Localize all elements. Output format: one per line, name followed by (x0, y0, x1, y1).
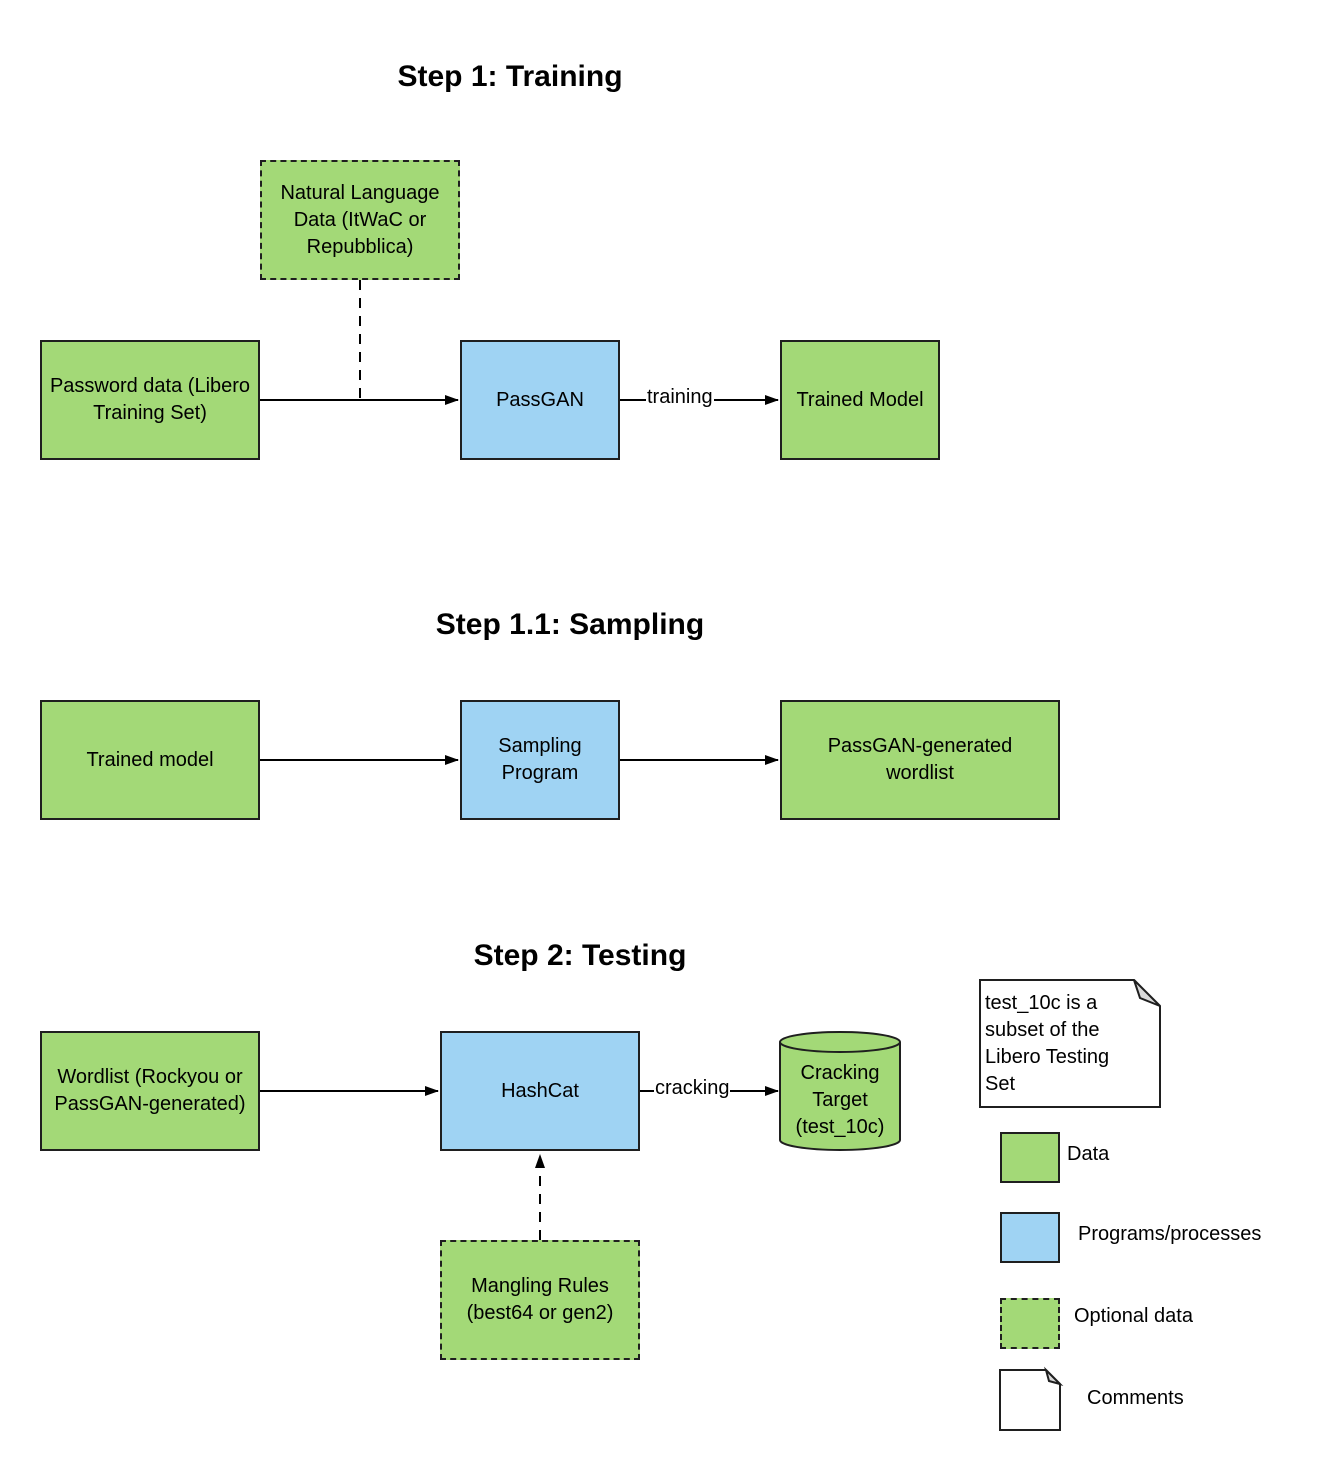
edge-label-training: training (646, 386, 714, 408)
node-trained-model-input-label: Trained model (86, 748, 214, 771)
edge-label-cracking: cracking (654, 1077, 731, 1099)
node-passgan-wordlist[interactable]: PassGAN-generated wordlist (780, 700, 1060, 820)
node-hashcat-label: HashCat (501, 1079, 579, 1102)
node-password-data-label: Password data (Libero Training Set) (49, 375, 251, 424)
node-trained-model[interactable]: Trained Model (780, 340, 940, 460)
node-passgan-label: PassGAN (496, 388, 584, 411)
node-trained-model-label: Trained Model (796, 388, 924, 411)
legend-optional-swatch (1000, 1298, 1060, 1349)
legend-programs-swatch (1000, 1212, 1060, 1263)
legend-comment-shape (999, 1369, 1061, 1431)
node-password-data[interactable]: Password data (Libero Training Set) (40, 340, 260, 460)
node-sampling-program-label: Sampling Program (498, 735, 582, 784)
node-mangling-rules[interactable]: Mangling Rules (best64 or gen2) (440, 1240, 640, 1360)
node-wordlist[interactable]: Wordlist (Rockyou or PassGAN-generated) (40, 1031, 260, 1151)
step11-title: Step 1.1: Sampling (435, 608, 705, 641)
note-shape (979, 979, 1161, 1108)
legend-data-label: Data (1067, 1143, 1110, 1165)
legend-optional-label: Optional data (1074, 1305, 1193, 1327)
step2-title: Step 2: Testing (473, 939, 687, 972)
legend-comment-fold-icon (1044, 1366, 1064, 1386)
legend-data-swatch (1000, 1132, 1060, 1183)
note-text: test_10c is a subset of the Libero Testi… (985, 992, 1110, 1095)
legend-programs-label: Programs/processes (1078, 1223, 1262, 1245)
note-fold-icon (1133, 979, 1161, 1007)
legend-comments-label: Comments (1087, 1387, 1184, 1409)
node-cracking-target-label[interactable]: Cracking Target (test_10c) (795, 1061, 885, 1138)
node-natural-language-data-label: Natural Language Data (ItWaC or Repubbli… (280, 181, 440, 258)
step1-title: Step 1: Training (397, 60, 623, 93)
node-passgan-wordlist-label: PassGAN-generated wordlist (827, 735, 1013, 784)
node-trained-model-input[interactable]: Trained model (40, 700, 260, 820)
node-natural-language-data[interactable]: Natural Language Data (ItWaC or Repubbli… (260, 160, 460, 280)
node-hashcat[interactable]: HashCat (440, 1031, 640, 1151)
node-passgan[interactable]: PassGAN (460, 340, 620, 460)
node-wordlist-label: Wordlist (Rockyou or PassGAN-generated) (54, 1066, 246, 1115)
node-mangling-rules-label: Mangling Rules (best64 or gen2) (466, 1275, 614, 1324)
node-sampling-program[interactable]: Sampling Program (460, 700, 620, 820)
cracking-target-cylinder (779, 1031, 901, 1151)
